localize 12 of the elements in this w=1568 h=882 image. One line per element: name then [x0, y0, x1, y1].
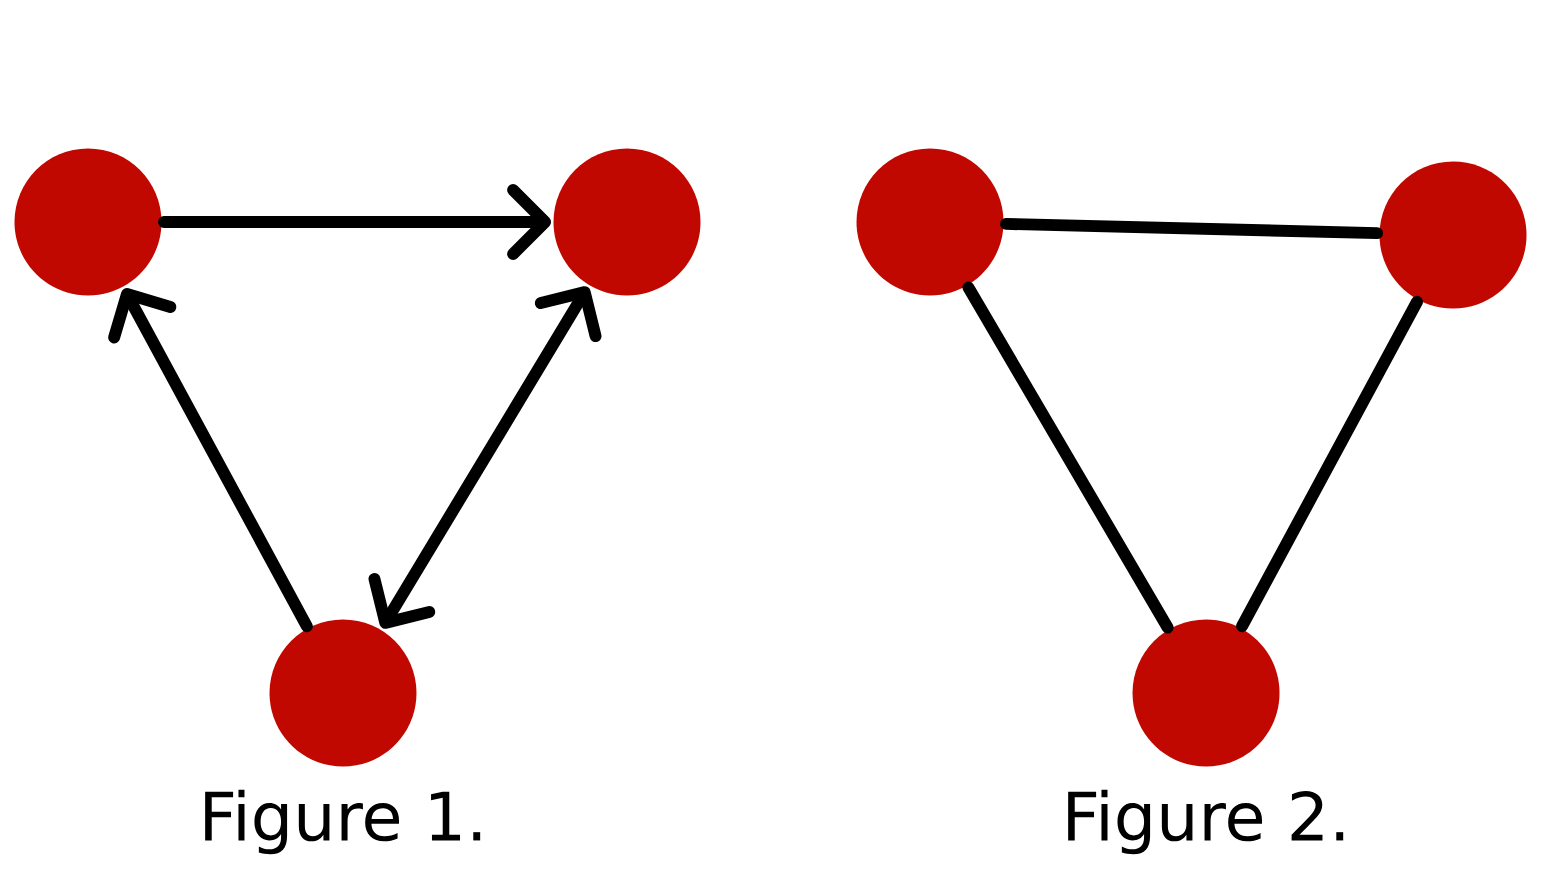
circle: [553, 148, 701, 296]
line: [999, 217, 1384, 240]
circle: [856, 148, 1004, 296]
arrow: [108, 288, 313, 633]
circle: [1379, 161, 1527, 309]
line: [1236, 295, 1423, 633]
arrow: [368, 286, 602, 629]
circle: [269, 619, 417, 767]
arrow: [158, 184, 552, 260]
line: [962, 281, 1174, 634]
circle: [1132, 619, 1280, 767]
circle: [14, 148, 162, 296]
